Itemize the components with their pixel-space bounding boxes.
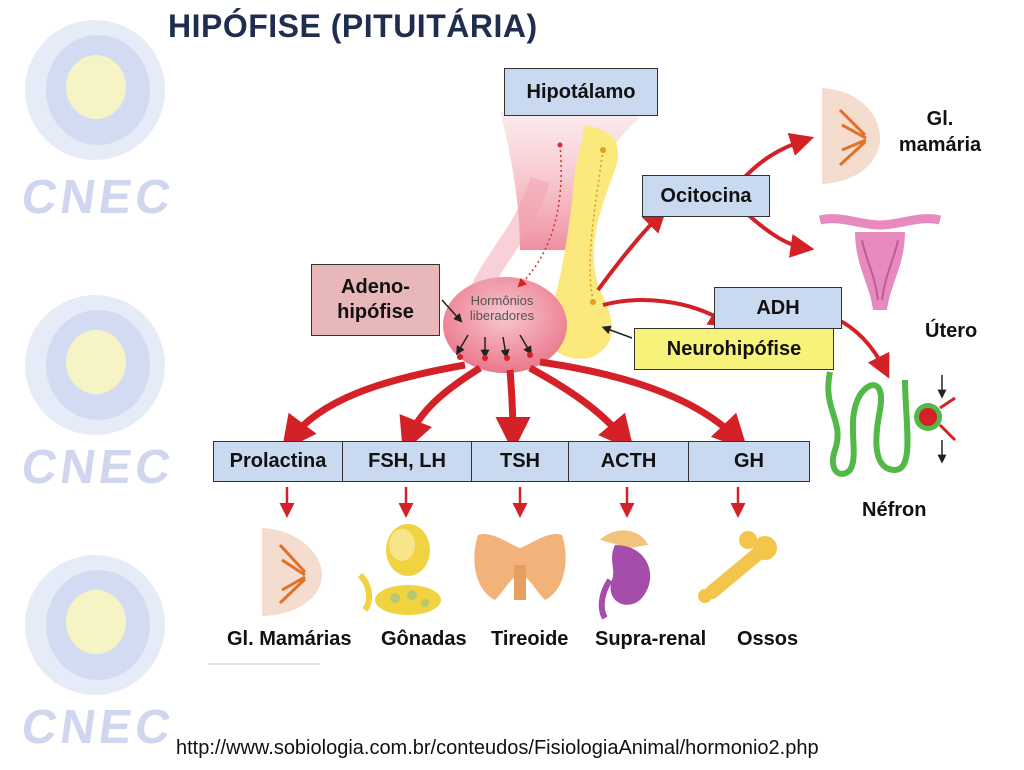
neurohypophysis-shape	[545, 125, 619, 359]
bone-illustration	[698, 531, 777, 603]
mammary-gland-illustration	[262, 528, 322, 616]
target-adrenal: Supra-renal	[595, 628, 707, 650]
hypothalamus-box: Hipotálamo	[504, 68, 658, 116]
adenohypophysis-box: Adeno- hipófise	[311, 264, 440, 336]
hormone-tsh: TSH	[472, 442, 569, 481]
releasing-hormones-label: Hormônios liberadores	[469, 293, 535, 323]
target-gonads: Gônadas	[381, 628, 467, 650]
hormone-row: Prolactina FSH, LH TSH ACTH GH	[213, 441, 810, 482]
uterus-illustration	[818, 214, 942, 310]
label-mammary-gland: Gl. mamária	[898, 108, 982, 156]
cnec-logo-top: CNEC	[0, 5, 178, 235]
oxytocin-box: Ocitocina	[642, 175, 770, 217]
mammary-gland-right-illustration	[822, 88, 880, 184]
hormone-gh: GH	[734, 450, 764, 472]
gonads-illustration	[357, 524, 441, 615]
adrenal-gland-illustration	[598, 530, 651, 620]
label-uterus: Útero	[925, 320, 978, 342]
hormone-acth: ACTH	[569, 442, 689, 481]
page-title: HIPÓFISE (PITUITÁRIA)	[168, 8, 538, 44]
neurohypophysis-box: Neurohipófise	[634, 328, 834, 370]
target-bones: Ossos	[737, 628, 799, 650]
cnec-logo-middle: CNEC	[0, 280, 178, 510]
adh-box: ADH	[714, 287, 842, 329]
target-mammary: Gl. Mamárias	[227, 628, 352, 650]
nephron-illustration	[825, 371, 957, 477]
hormone-fsh-lh: FSH, LH	[343, 442, 472, 481]
label-nephron: Néfron	[862, 499, 927, 521]
hormone-prolactin: Prolactina	[214, 442, 343, 481]
thyroid-illustration	[474, 533, 566, 600]
source-url: http://www.sobiologia.com.br/conteudos/F…	[176, 737, 819, 759]
cnec-logo-bottom: CNEC	[0, 540, 178, 770]
adenohypophysis-shape	[443, 277, 567, 373]
target-thyroid: Tireoide	[491, 628, 569, 650]
